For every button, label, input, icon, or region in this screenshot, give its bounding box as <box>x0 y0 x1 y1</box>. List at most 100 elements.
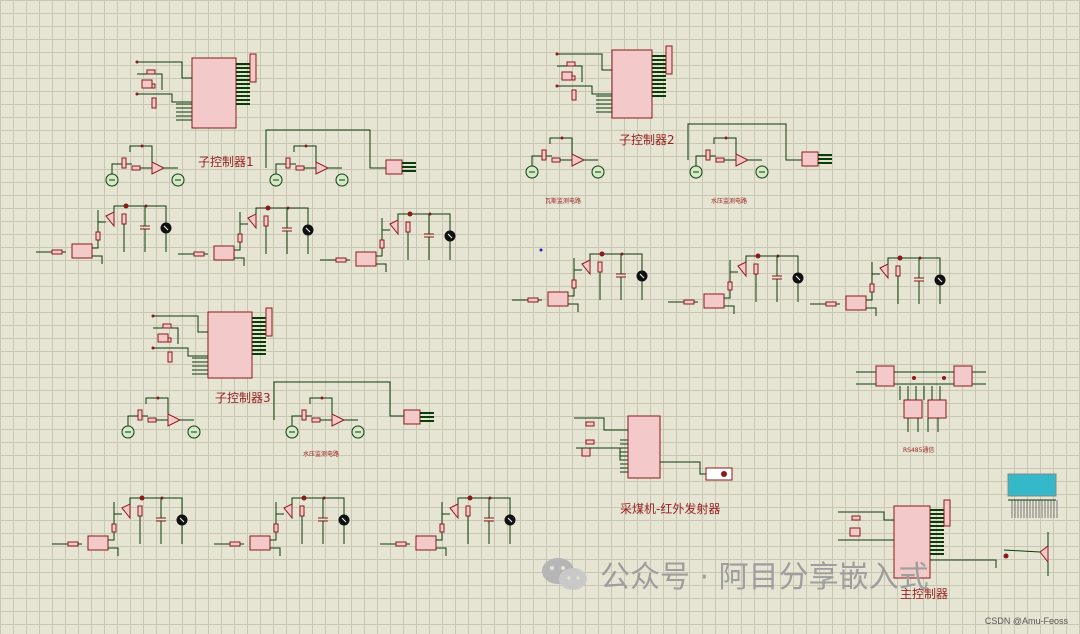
junction-dot <box>301 495 307 501</box>
resistor <box>597 261 603 273</box>
junction-dot <box>123 203 129 209</box>
lamp-mark <box>795 275 801 281</box>
wire <box>930 559 997 568</box>
crystal <box>141 79 153 89</box>
transistor <box>389 219 399 236</box>
pin-header <box>943 499 951 527</box>
resistor <box>851 515 861 521</box>
resistor <box>527 297 539 303</box>
crystal <box>849 527 861 537</box>
resistor <box>571 89 577 101</box>
microcontroller-chip <box>627 415 661 479</box>
wire <box>265 129 386 169</box>
ir-led <box>721 471 727 477</box>
resistor <box>727 281 733 291</box>
junction-dot <box>135 92 139 96</box>
lamp-mark <box>447 233 453 239</box>
junction-dot <box>139 495 145 501</box>
credit-text: CSDN @Amu-Feoss <box>984 616 1068 626</box>
resistor <box>395 541 407 547</box>
pin-header <box>249 53 257 83</box>
optocoupler <box>71 243 93 259</box>
resistor <box>825 301 837 307</box>
resistor <box>311 417 321 423</box>
rs485-transceiver <box>927 399 947 419</box>
junction-dot <box>140 144 144 148</box>
wire <box>153 315 208 333</box>
op-amp <box>735 153 750 167</box>
op-amp <box>571 153 586 167</box>
junction-dot <box>151 346 155 350</box>
lamp-mark <box>341 517 347 523</box>
junction-dot <box>555 84 559 88</box>
resistor <box>263 215 269 227</box>
resistor <box>273 523 279 533</box>
resistor <box>379 239 385 249</box>
wire <box>687 123 802 161</box>
wire <box>376 263 387 272</box>
lamp-mark <box>937 277 943 283</box>
resistor <box>705 149 711 161</box>
ir-transmitter <box>705 467 733 481</box>
wire <box>576 447 628 461</box>
optocoupler <box>355 251 377 267</box>
label-sub-controller-1: 子控制器1 <box>198 155 254 169</box>
pin-header <box>665 45 673 75</box>
label-shearer-ir-transmitter: 采煤机-红外发射器 <box>620 502 721 516</box>
pin-header <box>265 307 273 337</box>
resistor <box>465 505 471 517</box>
resistor <box>439 523 445 533</box>
wire <box>145 397 169 414</box>
optocoupler <box>703 293 725 309</box>
resistor <box>541 149 547 161</box>
resistor <box>683 299 695 305</box>
resistor <box>146 69 156 75</box>
resistor <box>585 421 595 427</box>
wire <box>838 511 894 521</box>
wire <box>866 307 877 316</box>
wire <box>92 255 103 264</box>
junction-dot <box>912 376 916 380</box>
lamp-mark <box>179 517 185 523</box>
resistor <box>715 157 725 163</box>
lamp-mark <box>305 227 311 233</box>
marker-dot <box>539 248 543 252</box>
resistor <box>111 523 117 533</box>
op-amp <box>315 161 330 175</box>
wire <box>273 381 404 420</box>
junction-dot <box>942 376 946 380</box>
wire <box>309 397 333 414</box>
junction-dot <box>755 253 761 259</box>
wire <box>234 257 245 266</box>
optocoupler <box>213 245 235 261</box>
watermark: 公众号 · 阿目分享嵌入式 <box>540 552 929 596</box>
wire <box>557 85 612 95</box>
wire <box>153 327 179 344</box>
wire <box>137 61 192 79</box>
resistor <box>566 61 576 67</box>
transistor <box>247 213 257 230</box>
transistor <box>283 503 293 520</box>
wire <box>549 137 573 154</box>
resistor <box>301 409 307 421</box>
transistor <box>581 259 591 276</box>
label-water-monitor-2: 水压监测电路 <box>711 198 748 205</box>
optocoupler <box>87 535 109 551</box>
crystal <box>561 71 573 81</box>
resistor <box>51 249 63 255</box>
junction-dot <box>156 396 160 400</box>
wire <box>660 461 706 475</box>
junction-dot <box>560 136 564 140</box>
resistor <box>162 323 172 329</box>
wire <box>137 73 163 90</box>
op-amp <box>151 161 166 175</box>
wire <box>1003 549 1041 553</box>
resistor <box>121 157 127 169</box>
lamp-mark <box>639 273 645 279</box>
resistor <box>405 221 411 233</box>
rs485-transceiver <box>875 365 895 387</box>
junction-dot <box>897 255 903 261</box>
op-amp <box>167 413 182 427</box>
crystal <box>157 333 169 343</box>
